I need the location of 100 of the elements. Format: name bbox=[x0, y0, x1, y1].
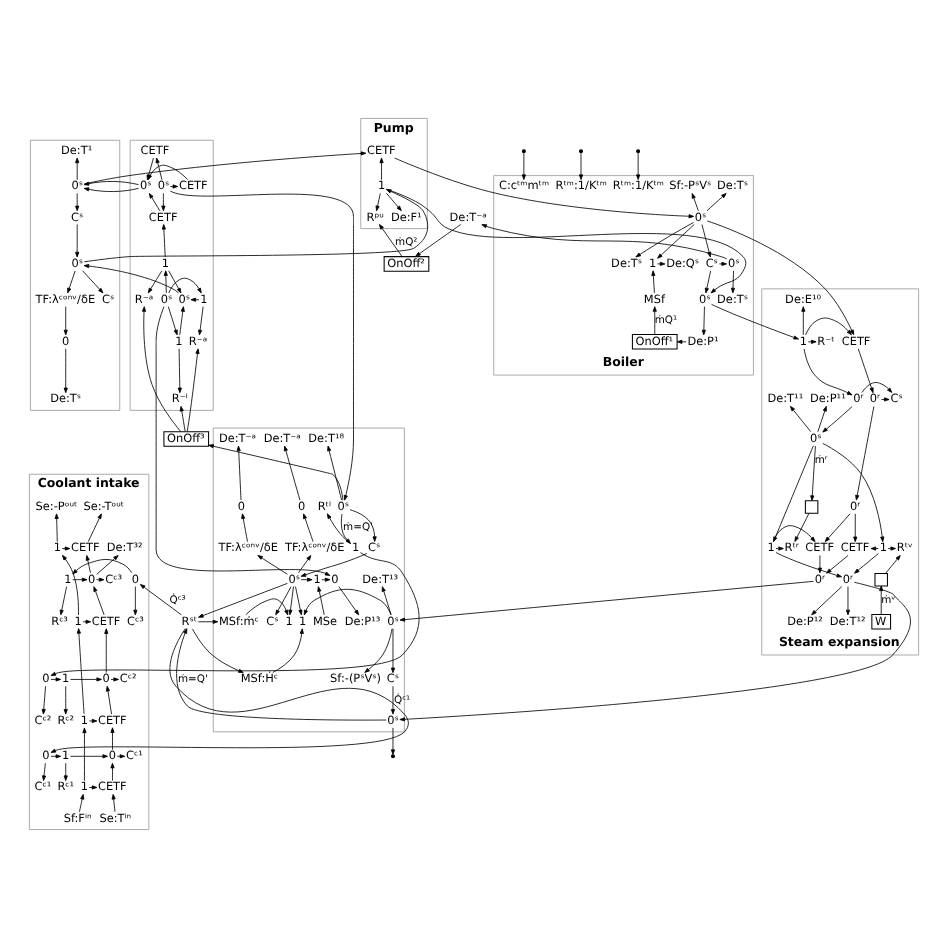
arrow bbox=[881, 397, 890, 402]
arrow bbox=[378, 224, 403, 257]
arrow bbox=[54, 513, 59, 543]
arrow bbox=[87, 513, 102, 543]
arrow bbox=[163, 270, 168, 294]
arrow bbox=[399, 580, 814, 622]
arrow bbox=[415, 224, 462, 257]
arrow bbox=[241, 513, 248, 543]
arrow bbox=[275, 586, 292, 616]
arrow bbox=[390, 685, 396, 715]
arrow bbox=[72, 577, 88, 582]
arrow bbox=[110, 762, 115, 781]
arrow bbox=[300, 577, 313, 582]
arrow bbox=[706, 193, 727, 212]
arrow bbox=[399, 581, 911, 722]
arrow bbox=[303, 513, 314, 543]
arrow bbox=[855, 406, 875, 501]
arrow bbox=[338, 586, 360, 616]
arrow bbox=[861, 382, 893, 393]
arrow bbox=[111, 793, 116, 813]
arrow bbox=[711, 303, 799, 340]
arrow bbox=[394, 157, 695, 219]
arrow bbox=[635, 222, 694, 258]
arrow bbox=[70, 754, 108, 759]
arrow bbox=[63, 685, 68, 715]
node-box bbox=[804, 500, 819, 514]
arrow bbox=[379, 157, 384, 181]
arrow bbox=[93, 586, 105, 616]
node-box bbox=[874, 572, 888, 587]
arrow bbox=[236, 445, 242, 501]
arrow bbox=[50, 628, 409, 753]
arrow bbox=[824, 513, 851, 543]
arrow bbox=[177, 348, 182, 394]
arrow bbox=[854, 553, 879, 574]
arrow bbox=[295, 586, 303, 616]
arrow bbox=[83, 181, 139, 192]
arrow bbox=[63, 348, 68, 394]
arrow bbox=[810, 445, 816, 501]
arrow bbox=[75, 193, 80, 212]
arrow bbox=[257, 555, 288, 575]
arrow bbox=[179, 405, 186, 432]
arrow bbox=[381, 586, 392, 616]
arrow bbox=[773, 445, 814, 543]
arrow bbox=[148, 193, 161, 212]
arrow bbox=[139, 584, 182, 616]
arrow bbox=[857, 348, 874, 394]
arrow bbox=[63, 306, 68, 336]
arrow bbox=[75, 224, 80, 258]
arrow bbox=[691, 193, 699, 212]
arrow bbox=[636, 152, 641, 180]
arrow bbox=[198, 582, 288, 618]
arrow bbox=[169, 190, 354, 501]
arrow bbox=[208, 444, 344, 501]
arrow bbox=[521, 152, 526, 180]
arrow bbox=[651, 270, 656, 294]
arrow bbox=[807, 339, 817, 344]
arrow bbox=[190, 297, 200, 302]
arrow bbox=[887, 546, 896, 551]
arrow bbox=[82, 270, 104, 294]
arrow bbox=[321, 577, 331, 582]
arrow bbox=[96, 555, 119, 575]
arrow bbox=[72, 559, 133, 575]
arrow bbox=[826, 555, 849, 574]
arrow bbox=[197, 619, 219, 624]
arrow bbox=[657, 224, 695, 259]
arrow bbox=[82, 727, 87, 782]
arrow bbox=[50, 552, 420, 676]
arrow bbox=[116, 754, 126, 759]
arrow bbox=[79, 793, 85, 813]
arrow bbox=[186, 348, 200, 432]
arrow bbox=[481, 224, 728, 260]
arrow bbox=[288, 586, 294, 616]
arrow bbox=[885, 555, 901, 574]
arrow bbox=[63, 762, 68, 781]
arrow bbox=[364, 628, 393, 673]
arrow bbox=[652, 306, 657, 335]
arrow bbox=[96, 577, 105, 582]
arrow bbox=[168, 270, 182, 294]
arrow bbox=[82, 619, 92, 624]
arrow bbox=[772, 525, 816, 543]
arrow bbox=[245, 598, 289, 616]
arrow bbox=[104, 628, 109, 674]
arrow bbox=[706, 220, 855, 336]
arrow bbox=[775, 552, 843, 578]
arrow bbox=[317, 586, 325, 616]
arrow bbox=[794, 513, 810, 542]
arrow bbox=[817, 405, 827, 433]
arrow bbox=[283, 445, 301, 501]
arrow bbox=[179, 306, 185, 336]
cluster bbox=[30, 139, 121, 411]
arrow bbox=[59, 586, 67, 616]
arrow bbox=[88, 785, 98, 790]
arrow bbox=[83, 264, 179, 294]
arrow bbox=[803, 348, 853, 396]
arrow bbox=[61, 546, 71, 551]
arrow bbox=[327, 445, 343, 501]
arrow bbox=[67, 270, 76, 294]
arrow bbox=[701, 306, 706, 336]
arrow bbox=[155, 306, 331, 576]
arrow bbox=[62, 554, 79, 616]
